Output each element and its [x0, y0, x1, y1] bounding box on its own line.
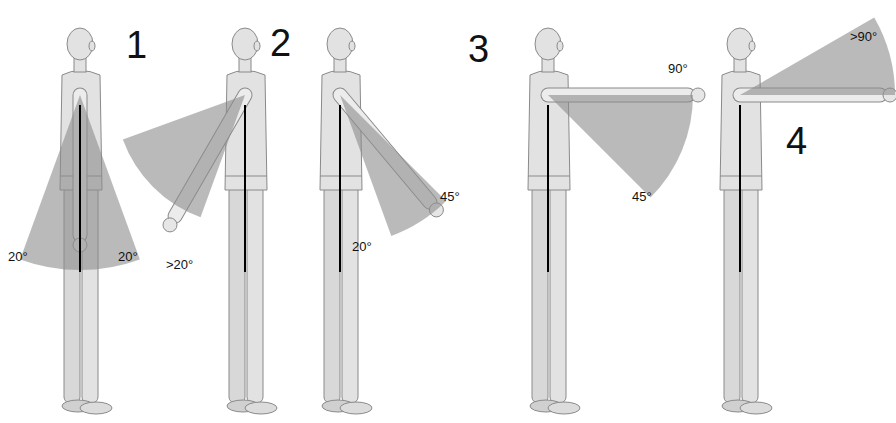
angle-wedge: [123, 95, 245, 217]
hand: [163, 218, 177, 232]
panel-number: 3: [468, 30, 489, 68]
reference-line: [244, 105, 246, 272]
angle-wedge: [340, 95, 446, 236]
angle-wedge: [740, 18, 895, 96]
angle-wedge: [548, 95, 693, 198]
nose: [349, 41, 355, 51]
angle-label: 20°: [118, 250, 138, 263]
angle-label: 45°: [632, 190, 652, 203]
angle-label: 20°: [352, 240, 372, 253]
leg: [229, 185, 245, 403]
shoe: [340, 402, 372, 414]
angle-label: >90°: [850, 30, 877, 43]
leg: [742, 185, 758, 403]
reference-line: [79, 105, 81, 272]
leg: [550, 185, 566, 403]
leg: [342, 185, 358, 403]
nose: [89, 41, 95, 51]
angle-label: 20°: [8, 250, 28, 263]
shoe: [245, 402, 277, 414]
leg: [532, 185, 548, 403]
angle-label: 45°: [440, 190, 460, 203]
leg: [724, 185, 740, 403]
angle-label: >20°: [166, 258, 193, 271]
angle-label: 90°: [668, 62, 688, 75]
reference-line: [547, 105, 549, 272]
panel-number: 1: [126, 26, 147, 64]
shoe: [548, 402, 580, 414]
nose: [749, 41, 755, 51]
panel-number: 4: [786, 122, 807, 160]
leg: [247, 185, 263, 403]
shoe: [80, 402, 112, 414]
reference-line: [339, 105, 341, 272]
nose: [254, 41, 260, 51]
leg: [324, 185, 340, 403]
reference-line: [739, 105, 741, 272]
shoe: [740, 402, 772, 414]
nose: [557, 41, 563, 51]
panel-number: 2: [270, 24, 291, 62]
hand: [691, 88, 705, 102]
